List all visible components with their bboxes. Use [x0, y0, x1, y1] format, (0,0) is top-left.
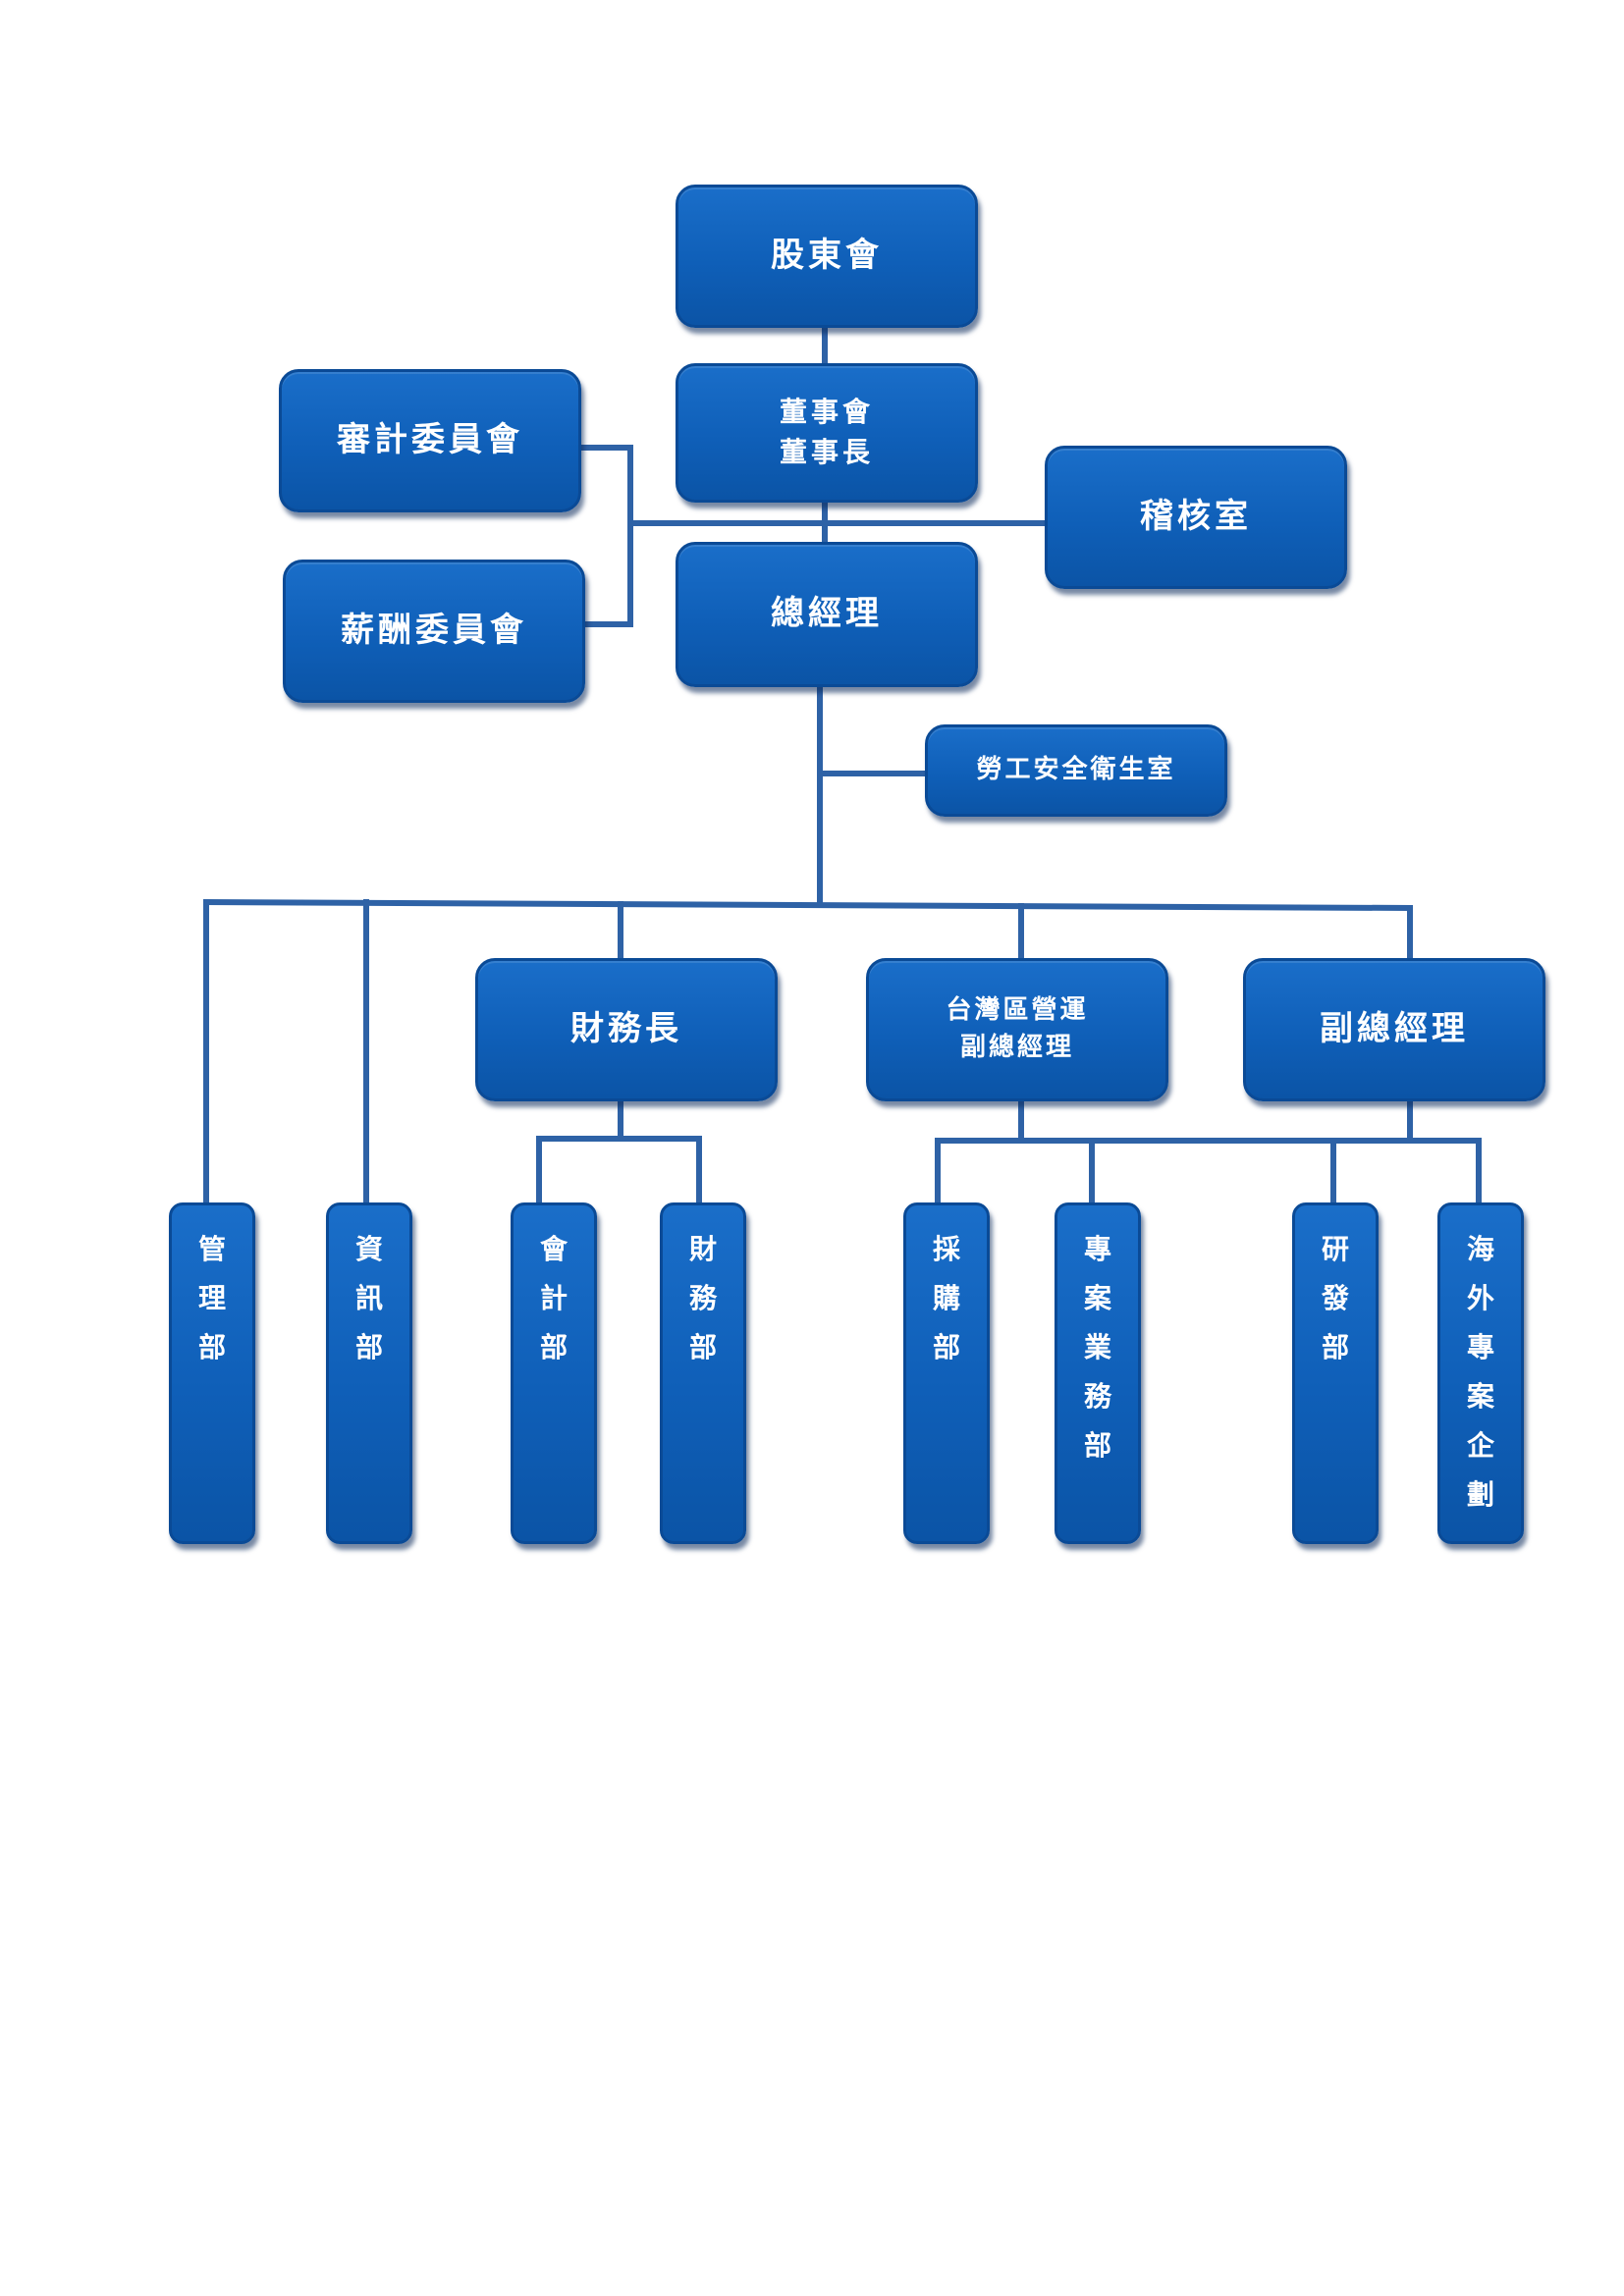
remuneration-committee-box: 薪酬委員會 — [283, 560, 585, 703]
procurement-dept-label: 採購部 — [932, 1233, 960, 1363]
remuneration-committee-label: 薪酬委員會 — [341, 611, 527, 651]
audit-committee-box: 審計委員會 — [279, 369, 581, 512]
chairman-label: 董事長 — [779, 436, 874, 468]
cfo-label: 財務長 — [570, 1009, 682, 1049]
general-manager-box: 總經理 — [676, 542, 978, 687]
rnd-dept-label: 研發部 — [1321, 1233, 1349, 1363]
audit-office-box: 稽核室 — [1045, 446, 1347, 589]
vp-label: 副總經理 — [1320, 1009, 1469, 1049]
overseas-planning-dept-box: 海外專案企劃 — [1437, 1202, 1524, 1544]
overseas-planning-dept-label: 海外專案企劃 — [1466, 1233, 1494, 1511]
general-manager-label: 總經理 — [771, 594, 883, 634]
audit-committee-label: 審計委員會 — [337, 420, 523, 460]
shareholders-meeting-box: 股東會 — [676, 185, 978, 328]
rnd-dept-box: 研發部 — [1292, 1202, 1379, 1544]
taiwan-vp-label: 副總經理 — [959, 1033, 1074, 1062]
project-business-dept-label: 專案業務部 — [1083, 1233, 1111, 1462]
shareholders-meeting-label: 股東會 — [771, 236, 883, 276]
accounting-dept-box: 會計部 — [511, 1202, 597, 1544]
it-dept-label: 資訊部 — [354, 1233, 383, 1363]
it-dept-box: 資訊部 — [326, 1202, 412, 1544]
finance-dept-label: 財務部 — [688, 1233, 717, 1363]
safety-office-box: 勞工安全衛生室 — [925, 724, 1227, 817]
accounting-dept-label: 會計部 — [539, 1233, 568, 1363]
audit-office-label: 稽核室 — [1140, 497, 1252, 537]
taiwan-operations-label: 台灣區營運 — [946, 995, 1089, 1026]
board-of-directors-box: 董事會 董事長 — [676, 363, 978, 503]
taiwan-vp-box: 台灣區營運 副總經理 — [866, 958, 1168, 1101]
management-dept-label: 管理部 — [197, 1233, 226, 1363]
project-business-dept-box: 專案業務部 — [1055, 1202, 1141, 1544]
procurement-dept-box: 採購部 — [903, 1202, 990, 1544]
cfo-box: 財務長 — [475, 958, 778, 1101]
finance-dept-box: 財務部 — [660, 1202, 746, 1544]
connector-main-bus — [202, 898, 1414, 912]
board-label: 董事會 — [779, 396, 874, 429]
vp-box: 副總經理 — [1243, 958, 1545, 1101]
management-dept-box: 管理部 — [169, 1202, 255, 1544]
safety-office-label: 勞工安全衛生室 — [976, 755, 1176, 785]
